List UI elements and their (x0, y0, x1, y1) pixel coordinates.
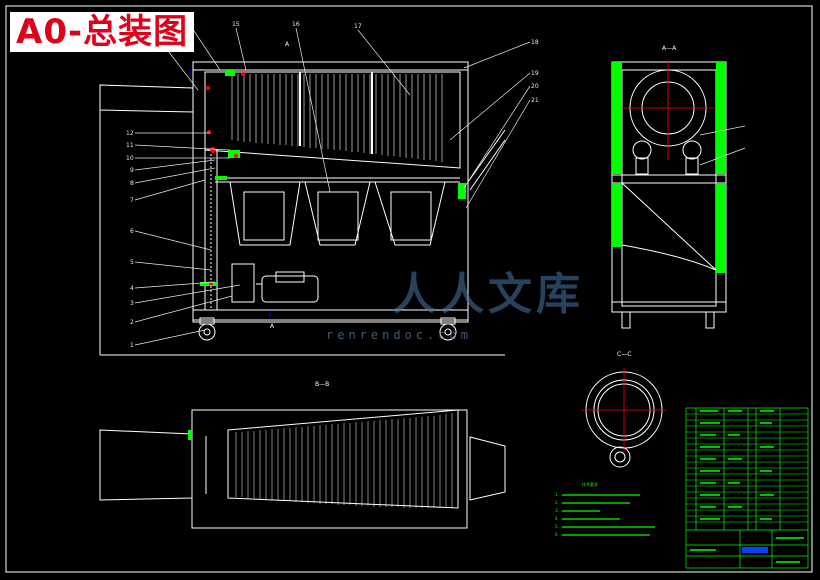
part-no-20: 20 (531, 83, 539, 90)
notes-heading: 技术要求 (582, 481, 598, 487)
note-5: 5. (555, 524, 559, 529)
part-no-3: 3 (130, 300, 134, 307)
note-6: 6. (555, 532, 559, 537)
note-1: 1. (555, 492, 559, 497)
title-block-blue-tag (742, 547, 768, 553)
part-no-8: 8 (130, 180, 134, 187)
section-aa-label: A—A (662, 45, 677, 52)
technical-notes: 技术要求 1. 2. 3. 4. 5. 6. (555, 481, 598, 537)
section-bb-stripes (235, 413, 453, 508)
watermark-url: renrendoc.com (326, 328, 472, 342)
part-no-17: 17 (354, 23, 362, 30)
section-cc-centerlines (582, 368, 666, 452)
part-no-6: 6 (130, 228, 134, 235)
part-no-10: 10 (126, 155, 134, 162)
note-3: 3. (555, 508, 559, 513)
part-no-16: 16 (292, 21, 300, 28)
part-no-2: 2 (130, 319, 134, 326)
section-bb-label: B—B (315, 381, 329, 388)
part-no-7: 7 (130, 197, 134, 204)
section-label-a-top: A (285, 41, 290, 48)
notes-text-bars (562, 494, 655, 536)
note-4: 4. (555, 516, 559, 521)
parts-list-text-marks (690, 410, 804, 563)
part-no-11: 11 (126, 142, 134, 149)
drum-stripes (231, 74, 443, 162)
section-aa-leaders (699, 125, 746, 166)
section-cc-label: C—C (617, 351, 631, 358)
parts-list-table (685, 407, 809, 569)
parts-list-rows (686, 413, 808, 523)
dim-marks (189, 70, 271, 318)
section-label-a-bottom: A (270, 323, 275, 330)
section-aa-hatch (612, 62, 726, 273)
section-aa-view (611, 61, 727, 329)
watermark-logo: 人人文库 (392, 269, 584, 320)
front-hatching (200, 70, 466, 286)
front-view (99, 61, 506, 356)
drawing-title: A0-总装图 (10, 12, 195, 52)
part-no-21: 21 (531, 97, 539, 104)
part-no-18: 18 (531, 39, 539, 46)
section-bb-view (99, 409, 506, 529)
drawing-frame (5, 5, 813, 573)
part-no-19: 19 (531, 70, 539, 77)
part-no-5: 5 (130, 259, 134, 266)
section-bb-hatch (188, 430, 192, 440)
section-aa-centerlines (622, 60, 714, 160)
part-no-9: 9 (130, 167, 134, 174)
part-no-15: 15 (232, 21, 240, 28)
part-no-1: 1 (130, 342, 134, 349)
part-no-12: 12 (126, 130, 134, 137)
part-no-4: 4 (130, 285, 134, 292)
note-2: 2. (555, 500, 559, 505)
part-leaders-left (134, 27, 531, 346)
